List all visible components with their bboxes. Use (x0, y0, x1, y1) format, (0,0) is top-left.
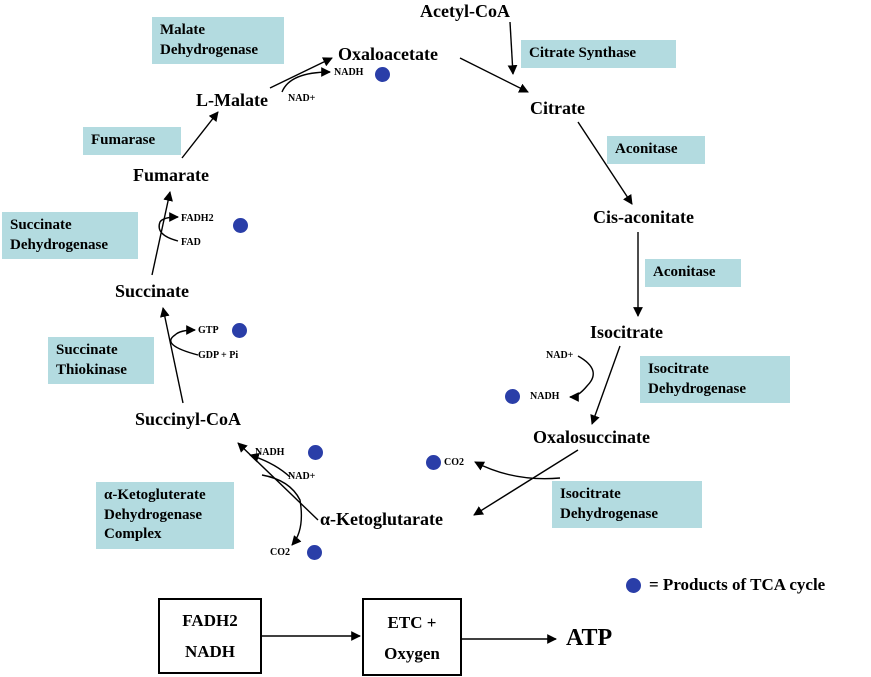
enzyme-line: Succinate (56, 342, 118, 358)
arrow-citrate-cisaconitate (577, 121, 633, 205)
co2-oxalosuccinate: CO2 (444, 457, 464, 468)
arrow-succinate-fumarate (151, 191, 173, 276)
enzyme-line: Aconitase (615, 141, 678, 157)
enzyme-aconitase-2: Aconitase (645, 259, 741, 287)
acetyl-coa-label: Acetyl-CoA (420, 1, 510, 21)
enzyme-line: Dehydrogenase (104, 506, 203, 523)
enzyme-fumarase: Fumarase (83, 127, 181, 155)
arc-isocitrate-dh (569, 355, 594, 402)
arrow-lmalate-oxaloacetate (269, 57, 333, 89)
atp-label: ATP (566, 625, 613, 651)
enzyme-aconitase-1: Aconitase (607, 136, 705, 164)
l-malate-label: L-Malate (196, 90, 268, 110)
enzyme-line: Malate (160, 22, 205, 38)
oxalosuccinate-label: Oxalosuccinate (533, 427, 650, 447)
enzyme-line: α-Ketogluterate (104, 487, 206, 503)
citrate-label: Citrate (530, 98, 585, 118)
enzyme-succinate-dehydrogenase: Succinate Dehydrogenase (2, 212, 138, 259)
box1-line2: NADH (184, 642, 236, 661)
enzyme-line: Aconitase (653, 264, 716, 280)
gtp-label: GTP (198, 325, 219, 336)
gdp-pi-label: GDP + Pi (198, 350, 239, 361)
box1-line1: FADH2 (182, 611, 238, 630)
product-dot (307, 545, 322, 560)
enzyme-line: Dehydrogenase (160, 41, 259, 58)
enzyme-succinate-thiokinase: Succinate Thiokinase (48, 337, 154, 384)
isocitrate-label: Isocitrate (590, 322, 663, 342)
arc-akg-nadh (249, 453, 291, 478)
enzyme-citrate-synthase: Citrate Synthase (521, 40, 676, 68)
arc-thiokinase (170, 325, 199, 356)
box-fadh2-nadh: FADH2 NADH (158, 598, 262, 674)
arc-malate-dh (281, 67, 331, 93)
product-dot (375, 67, 390, 82)
arrow-isocitrate-oxalosuccinate (590, 345, 621, 425)
oxaloacetate-label: Oxaloacetate (338, 44, 438, 64)
arc-succinate-dh (158, 212, 179, 242)
enzyme-isocitrate-dehydrogenase-2: Isocitrate Dehydrogenase (552, 481, 702, 528)
box-etc-oxygen: ETC + Oxygen (362, 598, 462, 676)
succinyl-coa-label: Succinyl-CoA (135, 409, 242, 429)
nad-akg: NAD+ (288, 471, 316, 482)
nad-isocitrate: NAD+ (546, 350, 574, 361)
product-dot (232, 323, 247, 338)
product-dot (426, 455, 441, 470)
succinate-label: Succinate (115, 281, 189, 301)
enzyme-line: Isocitrate (648, 361, 709, 377)
product-dot (308, 445, 323, 460)
arc-akg-dh (261, 474, 303, 546)
enzyme-akg-dehydrogenase-complex: α-Ketogluterate Dehydrogenase Complex (96, 482, 234, 549)
alpha-ketoglutarate-label: α-Ketoglutarate (320, 509, 444, 529)
product-dot (233, 218, 248, 233)
enzyme-malate-dehydrogenase: Malate Dehydrogenase (152, 17, 284, 64)
box2-line1: ETC + (387, 613, 437, 632)
cis-aconitate-label: Cis-aconitate (593, 207, 694, 227)
enzyme-line: Thiokinase (56, 361, 127, 378)
enzyme-line: Isocitrate (560, 486, 621, 502)
enzyme-line: Dehydrogenase (648, 380, 747, 397)
enzyme-line: Fumarase (91, 132, 156, 148)
nadh-malate: NADH (334, 67, 364, 78)
enzyme-isocitrate-dehydrogenase-1: Isocitrate Dehydrogenase (640, 356, 790, 403)
product-dot (505, 389, 520, 404)
enzyme-line: Citrate Synthase (529, 45, 637, 61)
co2-akg: CO2 (270, 547, 290, 558)
nadh-akg: NADH (255, 447, 285, 458)
arrow-fumarate-lmalate (181, 111, 219, 159)
fad-label: FAD (181, 237, 201, 248)
arrow-oxalosuccinate-akg (473, 449, 579, 516)
arrow-oxaloacetate-citrate (459, 57, 529, 93)
arrow-succinylcoa-succinate (160, 307, 184, 404)
legend-text: = Products of TCA cycle (649, 575, 826, 594)
enzyme-line: Complex (104, 526, 162, 542)
fumarate-label: Fumarate (133, 165, 209, 185)
arrow-acetylcoa-citrate (507, 21, 518, 75)
fadh2-label: FADH2 (181, 213, 214, 224)
enzyme-line: Dehydrogenase (10, 236, 109, 253)
arc-oxalosuccinate-co2 (474, 461, 561, 480)
nad-malate: NAD+ (288, 93, 316, 104)
nadh-isocitrate: NADH (530, 391, 560, 402)
enzyme-line: Dehydrogenase (560, 505, 659, 522)
enzyme-line: Succinate (10, 217, 72, 233)
box2-line2: Oxygen (384, 644, 440, 663)
legend-dot (626, 578, 641, 593)
